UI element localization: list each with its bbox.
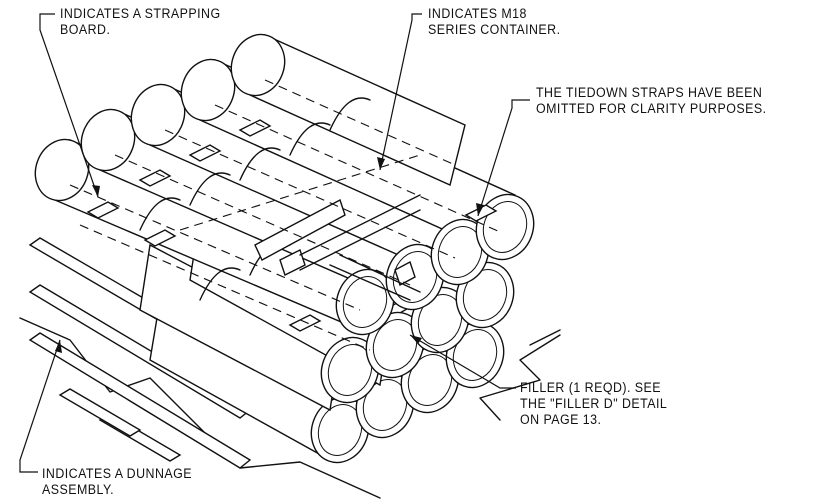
ground-break-lines <box>19 317 561 499</box>
callout-m18-container: INDICATES M18 SERIES CONTAINER. <box>428 6 561 38</box>
callout-dunnage: INDICATES A DUNNAGE ASSEMBLY. <box>42 466 192 498</box>
callout-tiedown-note: THE TIEDOWN STRAPS HAVE BEEN OMITTED FOR… <box>536 85 767 117</box>
callout-m18-container-line2: SERIES CONTAINER. <box>428 22 561 37</box>
callout-filler-line2: THE "FILLER D" DETAIL <box>520 396 668 411</box>
callout-dunnage-line2: ASSEMBLY. <box>42 482 115 497</box>
strapping-boards <box>86 119 498 332</box>
callout-filler: FILLER (1 REQD). SEE THE "FILLER D" DETA… <box>520 380 667 428</box>
callout-strapping-board-line2: BOARD. <box>60 22 111 37</box>
hidden-lines <box>69 79 501 351</box>
callout-tiedown-note-line2: OMITTED FOR CLARITY PURPOSES. <box>536 101 767 116</box>
callout-strapping-board: INDICATES A STRAPPING BOARD. <box>60 6 221 38</box>
callout-tiedown-note-line1: THE TIEDOWN STRAPS HAVE BEEN <box>536 85 763 100</box>
callout-filler-line3: ON PAGE 13. <box>520 412 602 427</box>
callout-filler-line1: FILLER (1 REQD). SEE <box>520 380 662 395</box>
leader-lines <box>19 13 530 473</box>
callout-dunnage-line1: INDICATES A DUNNAGE <box>42 466 192 481</box>
callout-strapping-board-line1: INDICATES A STRAPPING <box>60 6 221 21</box>
callout-m18-container-line1: INDICATES M18 <box>428 6 527 21</box>
